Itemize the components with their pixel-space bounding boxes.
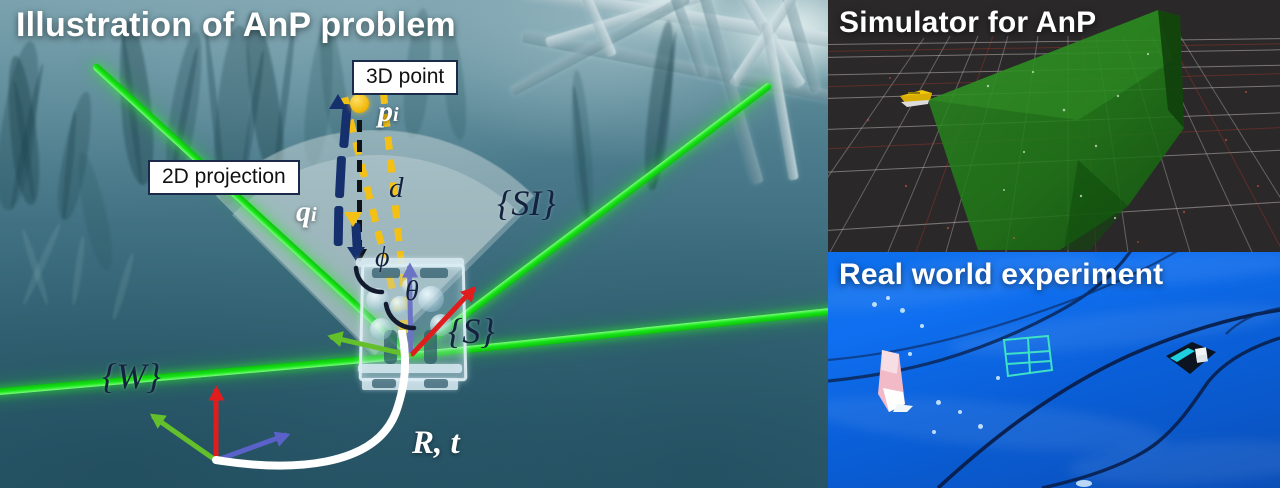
label-2d-projection: 2D projection	[148, 160, 300, 196]
phi-angle-arc	[353, 265, 385, 295]
real-auv-pink	[878, 350, 913, 412]
p-subscript: i	[393, 104, 399, 126]
bubble	[900, 308, 905, 313]
q-vector-arrowhead	[347, 247, 365, 261]
theta-angle-arc	[383, 301, 417, 331]
simulator-auv-model	[900, 90, 932, 107]
bubble	[908, 352, 912, 356]
q-symbol: q	[296, 195, 311, 228]
label-3d-point: 3D point	[352, 60, 459, 96]
bubble	[958, 410, 962, 414]
p-symbol: p	[378, 95, 393, 128]
real-rov-black	[1166, 342, 1216, 374]
transform-trajectory-curve	[212, 330, 410, 470]
illustration-panel: 3D point 2D projection pi qi d ϕ θ {SI} …	[0, 0, 828, 488]
label-frame-w: {W}	[102, 356, 161, 396]
bubble	[996, 376, 1000, 380]
q-point-marker	[344, 212, 362, 227]
simulator-title: Simulator for AnP	[839, 6, 1097, 39]
label-phi: ϕ	[375, 242, 390, 273]
bubble	[886, 296, 890, 300]
label-frame-si: {SI}	[497, 183, 556, 223]
point-3d-marker	[350, 94, 369, 113]
label-q-i: qi	[296, 195, 317, 229]
vertical-dashdot-line	[357, 100, 362, 252]
label-d: d	[389, 172, 404, 204]
label-transform-rt: R, t	[412, 425, 460, 461]
illustration-title: Illustration of AnP problem	[16, 6, 456, 44]
label-frame-s: {S}	[448, 311, 495, 351]
bubble	[872, 302, 877, 307]
simulator-ground-grid	[828, 0, 1280, 252]
label-p-i: pi	[378, 95, 399, 129]
calibration-grid-target	[1002, 334, 1054, 378]
bubble	[936, 400, 941, 405]
bubble	[1076, 480, 1092, 487]
simulator-panel: Simulator for AnP	[828, 0, 1280, 252]
projection-dash-3	[333, 205, 344, 247]
projection-arrowhead	[329, 94, 347, 109]
q-subscript: i	[311, 204, 317, 226]
bubble	[978, 424, 983, 429]
real-world-title: Real world experiment	[839, 258, 1164, 291]
bubble	[920, 324, 924, 328]
real-world-panel: Real world experiment	[828, 252, 1280, 488]
bubble	[932, 430, 936, 434]
label-theta: θ	[405, 276, 419, 307]
